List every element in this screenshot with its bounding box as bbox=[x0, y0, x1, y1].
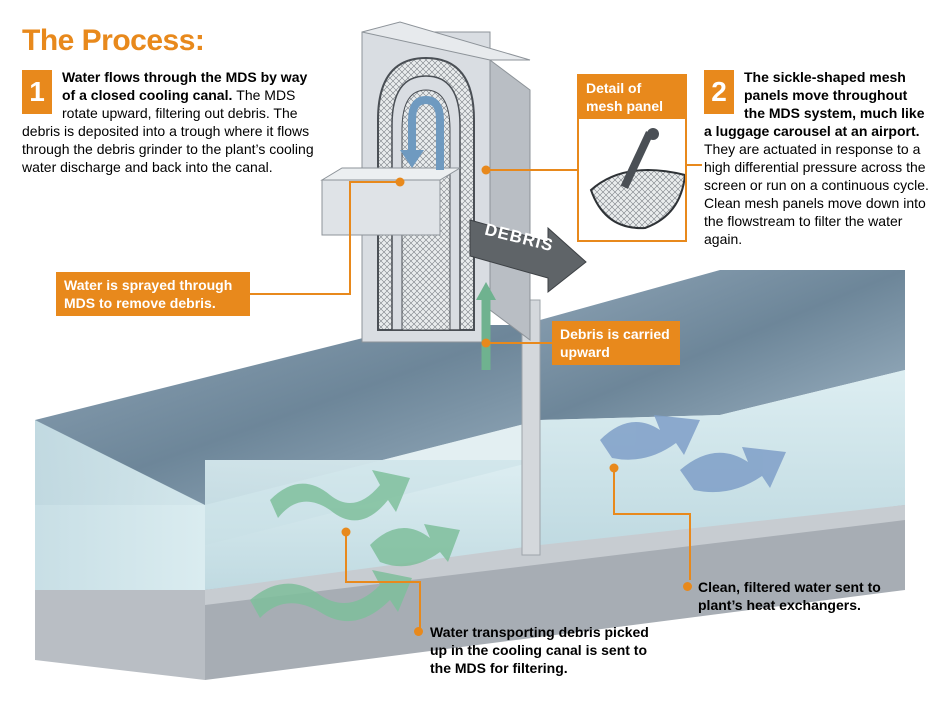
step-1-badge: 1 bbox=[22, 70, 52, 114]
callout-sprayed: Water is sprayed through MDS to remove d… bbox=[56, 272, 250, 316]
step-1-text: 1 Water flows through the MDS by way of … bbox=[22, 68, 322, 176]
clean-dot bbox=[683, 582, 692, 591]
leader-clean bbox=[613, 468, 691, 580]
transport-dot bbox=[414, 627, 423, 636]
divider-wall bbox=[521, 299, 541, 556]
callout-detail: Detail of mesh panel bbox=[578, 75, 686, 119]
canal-left-surface bbox=[35, 325, 540, 505]
leader-sprayed bbox=[234, 181, 400, 295]
page-title: The Process: bbox=[22, 24, 205, 57]
step-1-lead: Water flows through the MDS by way of a … bbox=[62, 69, 308, 103]
step-1-body: The MDS rotate upward, filtering out deb… bbox=[22, 87, 314, 175]
inflow-arrows bbox=[250, 470, 460, 622]
debris-arrow bbox=[469, 219, 587, 294]
rotation-arrow bbox=[408, 95, 444, 170]
step-2-body: They are actuated in response to a high … bbox=[704, 141, 929, 247]
callout-carried: Debris is carried upward bbox=[552, 321, 680, 365]
canal-left-front bbox=[35, 420, 205, 590]
step-2-text: 2 The sickle-shaped mesh panels move thr… bbox=[704, 68, 932, 248]
caption-clean: Clean, filtered water sent to plant’s he… bbox=[698, 579, 881, 613]
leader-transport bbox=[345, 532, 421, 632]
canal-right-surface bbox=[540, 270, 905, 420]
mds-tower-side bbox=[489, 59, 531, 341]
upward-arrow-head bbox=[476, 282, 496, 300]
step-2-lead: The sickle-shaped mesh panels move throu… bbox=[704, 69, 925, 139]
caption-transport: Water transporting debris picked up in t… bbox=[430, 624, 649, 676]
floor-slab bbox=[35, 590, 205, 680]
outflow-arrows bbox=[600, 415, 786, 493]
mesh-panel-detail bbox=[589, 128, 687, 230]
debris-trough bbox=[321, 179, 441, 236]
step-2-badge: 2 bbox=[704, 70, 734, 114]
